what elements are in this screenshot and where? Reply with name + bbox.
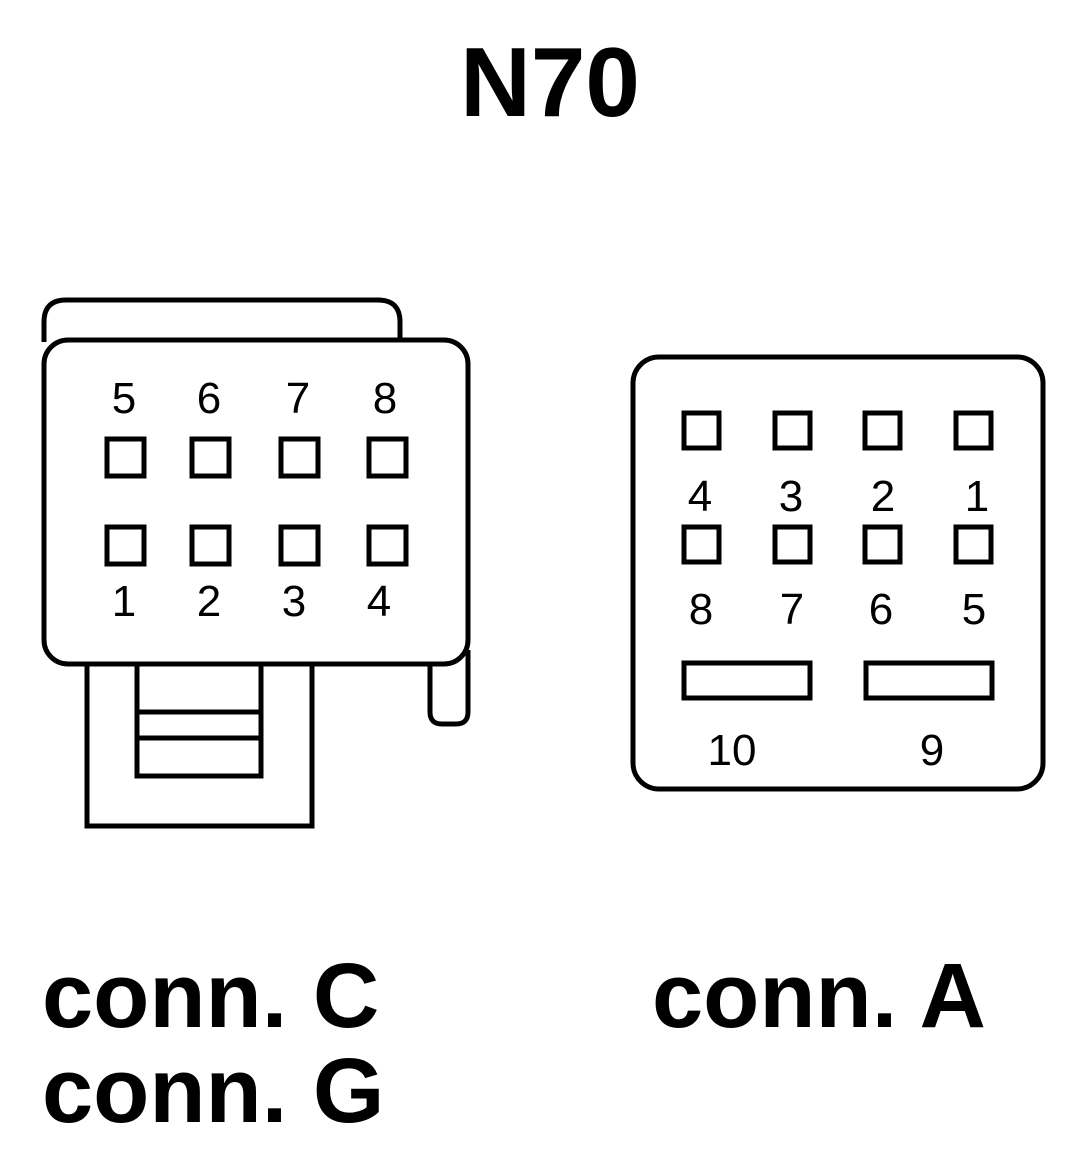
pin-label: 8 xyxy=(373,374,397,423)
pin-square xyxy=(366,524,409,567)
pin-square xyxy=(953,524,994,565)
pin-square xyxy=(681,524,722,565)
pin-label: 6 xyxy=(197,374,221,423)
connector-right xyxy=(630,354,1046,792)
pin-label: 8 xyxy=(689,585,713,634)
pin-label: 6 xyxy=(869,585,893,634)
pin-square xyxy=(104,436,147,479)
pin-square xyxy=(278,436,321,479)
connector-left-lower-housing xyxy=(84,662,315,829)
slot-label: 10 xyxy=(708,726,757,775)
pin-slot xyxy=(681,660,813,701)
pin-square xyxy=(862,410,903,451)
pin-square xyxy=(772,524,813,565)
pin-square xyxy=(104,524,147,567)
caption-conn-c: conn. C xyxy=(42,945,379,1047)
connector-left-labels: 5 6 7 8 1 2 3 4 xyxy=(112,374,397,626)
pin-square xyxy=(681,410,722,451)
pin-label: 5 xyxy=(112,374,136,423)
pin-square xyxy=(366,436,409,479)
connector-left-inner-latch xyxy=(134,659,264,779)
pin-label: 7 xyxy=(286,374,310,423)
caption-conn-a: conn. A xyxy=(652,945,986,1047)
pin-label: 3 xyxy=(779,472,803,521)
pin-square xyxy=(189,524,232,567)
connector-left xyxy=(41,297,471,829)
pin-square xyxy=(772,410,813,451)
pin-label: 1 xyxy=(965,472,989,521)
pin-label: 2 xyxy=(197,577,221,626)
pin-label: 1 xyxy=(112,577,136,626)
connector-left-back-tab xyxy=(41,297,403,342)
pin-label: 4 xyxy=(688,472,712,521)
pin-label: 3 xyxy=(282,577,306,626)
pin-label: 7 xyxy=(780,585,804,634)
connector-right-body xyxy=(630,354,1046,792)
caption-conn-g: conn. G xyxy=(42,1040,384,1142)
pin-square xyxy=(862,524,903,565)
slot-label: 9 xyxy=(920,726,944,775)
pin-slot xyxy=(863,660,995,701)
pin-label: 2 xyxy=(871,472,895,521)
pin-square xyxy=(278,524,321,567)
pin-label: 4 xyxy=(367,577,391,626)
connector-left-body xyxy=(41,337,471,667)
pin-square xyxy=(953,410,994,451)
diagram-title: N70 xyxy=(460,27,640,137)
connector-right-labels: 4 3 2 1 8 7 6 5 10 9 xyxy=(688,472,989,775)
pin-label: 5 xyxy=(962,585,986,634)
pin-square xyxy=(189,436,232,479)
connector-left-side-latch xyxy=(427,650,471,727)
